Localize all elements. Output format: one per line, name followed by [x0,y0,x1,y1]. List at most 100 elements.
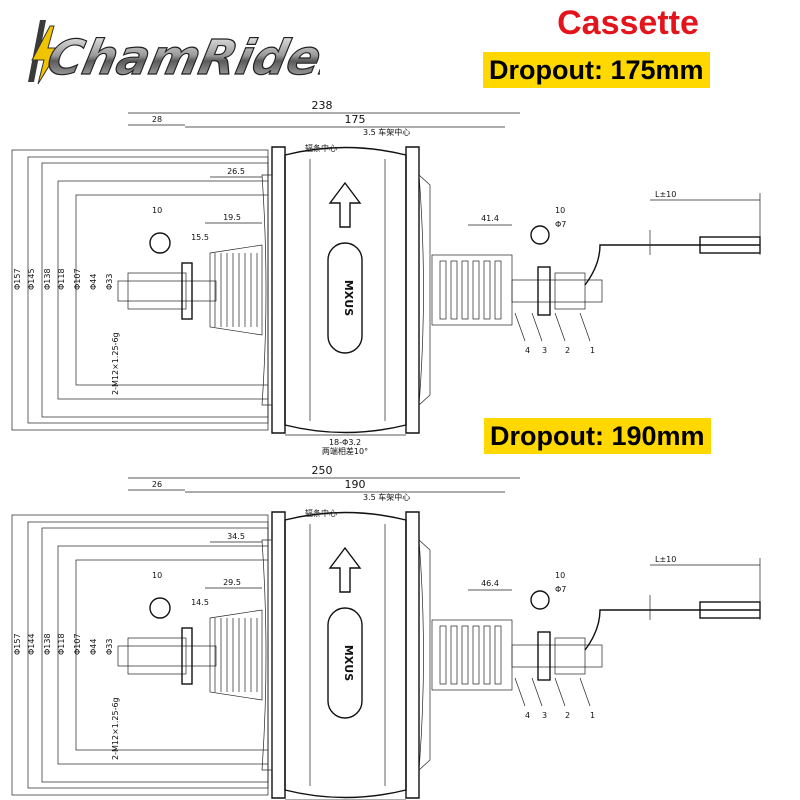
left-flange [271,146,286,434]
left-spline [209,609,263,701]
cassette-cog [472,260,480,320]
dropout-width-label: 190 [345,478,366,491]
center-offset-label: 3.5 车架中心 [363,127,410,137]
part-number: 2 [565,346,570,355]
cassette-body [431,254,513,326]
right-cover [418,174,431,406]
hub-logo-text: MXUS [342,280,355,316]
left-axle [117,645,217,667]
left-tolerance-label: 10 [152,206,162,215]
center-offset-label: 3.5 车架中心 [363,492,410,502]
cassette-cog [483,260,491,320]
right-flange [405,511,420,799]
part-number: 3 [542,711,547,720]
cassette-cog [494,260,502,320]
cassette-cog [461,260,469,320]
cassette-cog [439,260,447,320]
left-washer [181,262,193,320]
part-number: 3 [542,346,547,355]
cassette-cog [450,625,458,685]
dropout-label-190: Dropout: 190mm [484,418,711,454]
part-number: 1 [590,346,595,355]
cassette-cog [494,625,502,685]
left-washer [181,627,193,685]
part-leader [579,312,591,342]
right-washer [537,631,551,681]
diameter-label: Φ107 [73,268,82,290]
cassette-cog [461,625,469,685]
left-axle [117,280,217,302]
left-axle-nut [127,637,187,675]
thread-label: 2-M12×1.25-6g [111,332,120,395]
part-leader [531,312,543,342]
dim-41-label: 41.4 [481,214,499,223]
cassette-cog [439,625,447,685]
diameter-label: Φ44 [89,274,98,290]
part-leader [554,677,566,707]
left-cover [261,174,273,406]
right-dropout-hole [530,225,550,245]
diameter-label: Φ138 [43,268,52,290]
cassette-cog [450,260,458,320]
dim-19-label: 19.5 [223,213,241,222]
diameter-label: Φ138 [43,633,52,655]
diameter-label: Φ107 [73,633,82,655]
part-leader [514,677,526,707]
hub-shell [284,511,407,799]
left-offset-label: 28 [152,115,162,124]
part-number: 4 [525,346,530,355]
spoke-center-label: 辐条中心 [305,508,337,518]
left-tolerance-label: 10 [152,571,162,580]
dim-26-label: 34.5 [227,532,245,541]
dim-frame-4 [75,559,269,751]
right-washer [537,266,551,316]
hole-d7-label: Φ7 [555,585,566,594]
dim-41-label: 46.4 [481,579,499,588]
rotation-arrow-icon [328,181,362,228]
diameter-label: Φ118 [57,633,66,655]
cassette-cog [472,625,480,685]
shell-rib [309,159,386,421]
dim-15-label: 15.5 [191,233,209,242]
shell-rib [309,524,386,786]
hole-note-label: 两端相差10° [322,446,368,455]
hub-shell [284,146,407,434]
hole-d7-label: Φ7 [555,220,566,229]
dim-26-label: 26.5 [227,167,245,176]
svg-text:ChamRider: ChamRider [42,30,320,85]
part-number: 4 [525,711,530,720]
hub-logo-frame [327,242,363,354]
cable-length-label: L±10 [655,555,676,564]
dim-15-label: 14.5 [191,598,209,607]
part-leader [531,677,543,707]
overall-width-label: 238 [312,99,333,112]
left-cover [261,539,273,771]
spoke-center-label: 辐条中心 [305,143,337,153]
diameter-label: Φ33 [105,639,114,655]
product-title: Cassette [557,4,699,42]
right-tolerance-label: 10 [555,571,565,580]
right-axle [511,279,603,303]
dim-frame-4 [75,194,269,386]
cassette-cog [483,625,491,685]
cassette-body [431,619,513,691]
left-dropout-hole [149,597,171,619]
dim-19-label: 29.5 [223,578,241,587]
rotation-arrow-icon [328,546,362,593]
holes-label: 18-Φ3.2 [329,438,361,447]
diameter-label: Φ145 [27,268,36,290]
right-axle [511,644,603,668]
diameter-label: Φ118 [57,268,66,290]
hub-logo-frame [327,607,363,719]
diameter-label: Φ44 [89,639,98,655]
hub-logo-text: MXUS [342,645,355,681]
right-cover [418,539,431,771]
left-dropout-hole [149,232,171,254]
cable-length-label: L±10 [655,190,676,199]
left-offset-label: 26 [152,480,162,489]
part-leader [514,312,526,342]
chamrider-logo: ChamRider [28,20,320,86]
right-flange [405,146,420,434]
